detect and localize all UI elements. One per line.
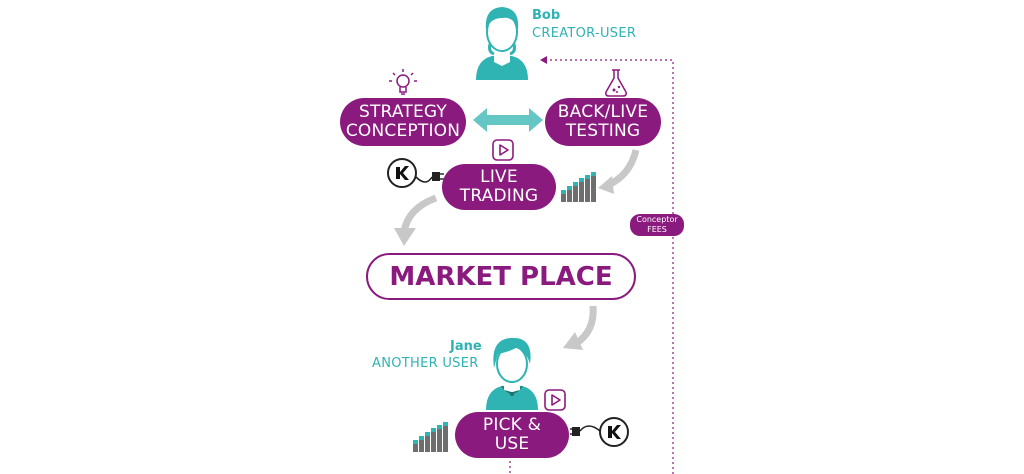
strategy-conception-label: STRATEGY CONCEPTION [345,102,461,141]
lightbulb-icon [389,69,417,95]
play-icon [544,389,566,411]
strategy-conception-step: STRATEGY CONCEPTION [340,98,466,146]
live-trading-label: LIVE TRADING [459,167,539,206]
pick-and-use-label: PICK & USE [482,415,542,454]
bar-chart-icon [413,422,448,452]
market-place: MARKET PLACE [366,253,636,300]
double-arrow-icon [473,108,543,132]
creator-role: CREATOR-USER [532,26,637,41]
live-trading-step: LIVE TRADING [442,164,556,210]
flow-arrow-testing-to-live [598,149,640,194]
broker-plug-icon [387,158,444,188]
conceptor-fees-label: Conceptor FEES [636,215,678,234]
play-icon [492,139,514,161]
creator-avatar-icon [476,7,528,80]
consumer-avatar-icon [486,337,538,410]
flow-arrow-market-to-user [563,305,597,350]
back-live-testing-step: BACK/LIVE TESTING [545,98,661,146]
consumer-name: Jane [450,339,482,354]
broker-plug-icon [570,417,629,447]
market-place-label: MARKET PLACE [389,261,613,292]
consumer-role: ANOTHER USER [372,356,479,371]
pick-and-use-step: PICK & USE [455,412,569,458]
flow-arrow-live-to-market [394,194,438,246]
conceptor-fees-badge: Conceptor FEES [630,214,684,236]
back-live-testing-label: BACK/LIVE TESTING [557,102,649,141]
bar-chart-icon [561,172,596,202]
creator-name: Bob [532,8,561,23]
flask-icon [605,69,627,97]
